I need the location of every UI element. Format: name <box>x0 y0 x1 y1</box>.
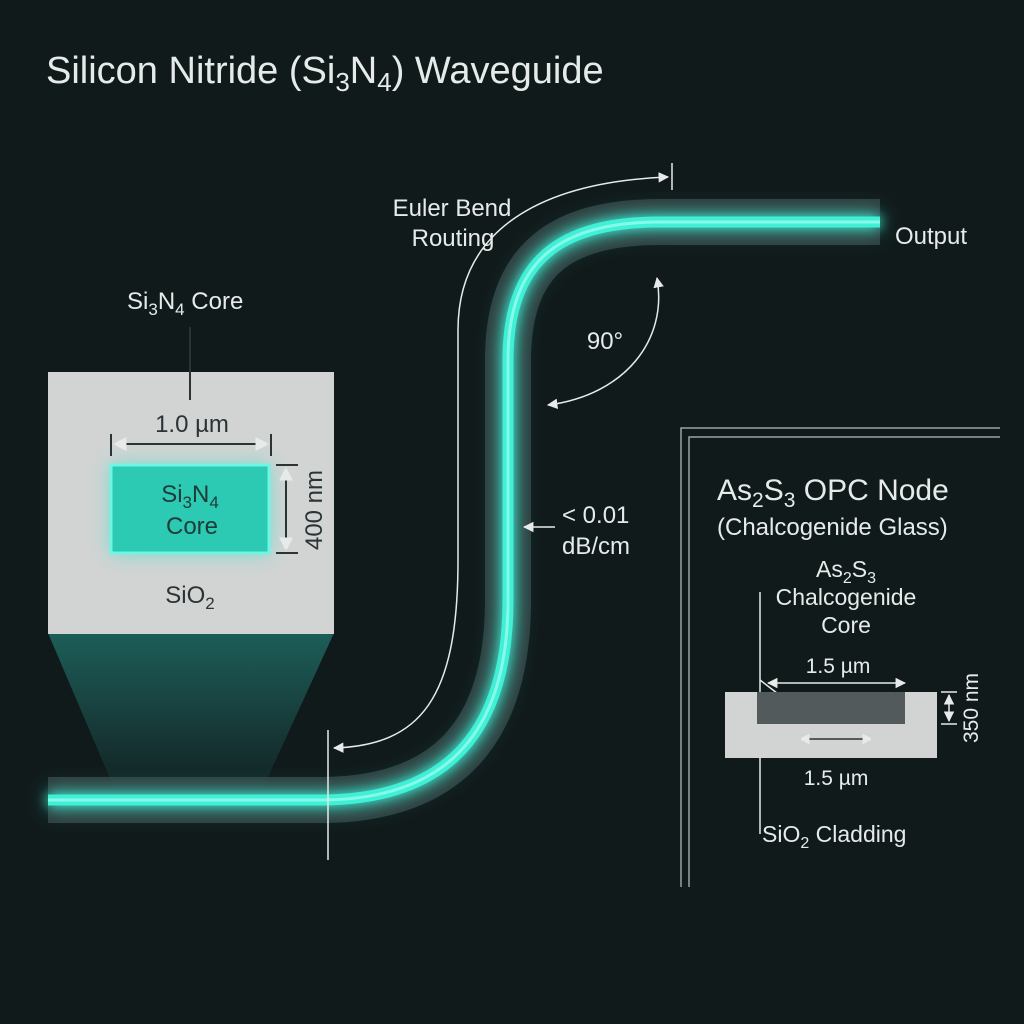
top-width-label: 1.5 µm <box>806 655 871 678</box>
chalcogenide-core-label-line3: Core <box>821 612 871 638</box>
loss-label-line2: dB/cm <box>562 533 630 560</box>
core-label: Si3N4 <box>161 481 219 512</box>
width-dimension-label: 1.0 µm <box>155 411 229 438</box>
page-title: Silicon Nitride (Si3N4) Waveguide <box>46 50 604 97</box>
angle-arc-arrow <box>546 276 664 409</box>
angle-label: 90° <box>587 328 623 355</box>
core-label-line2: Core <box>166 513 218 540</box>
panel-border-outer <box>680 427 1000 887</box>
euler-bend-label: Euler Bend <box>393 195 512 222</box>
cross-section-panel: Si3N4 Core 1.0 µm 400 nm Si3N4 Core SiO2 <box>48 288 334 790</box>
sio2-cladding-trench <box>725 692 937 758</box>
euler-bend-label-line2: Routing <box>412 225 495 252</box>
height-dimension-label: 400 nm <box>301 470 328 550</box>
chalcogenide-core-label-line2: Chalcogenide <box>776 584 917 610</box>
as2s3-core <box>757 692 905 724</box>
si3n4-core <box>109 463 271 555</box>
panel-border-inner <box>688 436 1000 887</box>
chalcogenide-core-label: As2S3 <box>816 556 876 587</box>
waveguide-route: Euler Bend Routing 90° < 0.01 dB/cm Outp… <box>48 163 967 860</box>
opc-node-subtitle: (Chalcogenide Glass) <box>717 514 948 541</box>
euler-bend-arc-arrow <box>332 172 670 753</box>
height-label: 350 nm <box>960 673 983 743</box>
core-top-label: Si3N4 Core <box>127 288 243 319</box>
bottom-width-label: 1.5 µm <box>804 767 869 790</box>
opc-node-title: As2S3 OPC Node <box>717 474 949 512</box>
cladding-label: SiO2 Cladding <box>762 821 906 852</box>
projection-cone <box>48 633 334 790</box>
output-label: Output <box>895 223 967 250</box>
opc-node-panel: As2S3 OPC Node (Chalcogenide Glass) As2S… <box>680 427 1000 887</box>
loss-label: < 0.01 <box>562 502 629 529</box>
cladding-label: SiO2 <box>165 582 214 613</box>
